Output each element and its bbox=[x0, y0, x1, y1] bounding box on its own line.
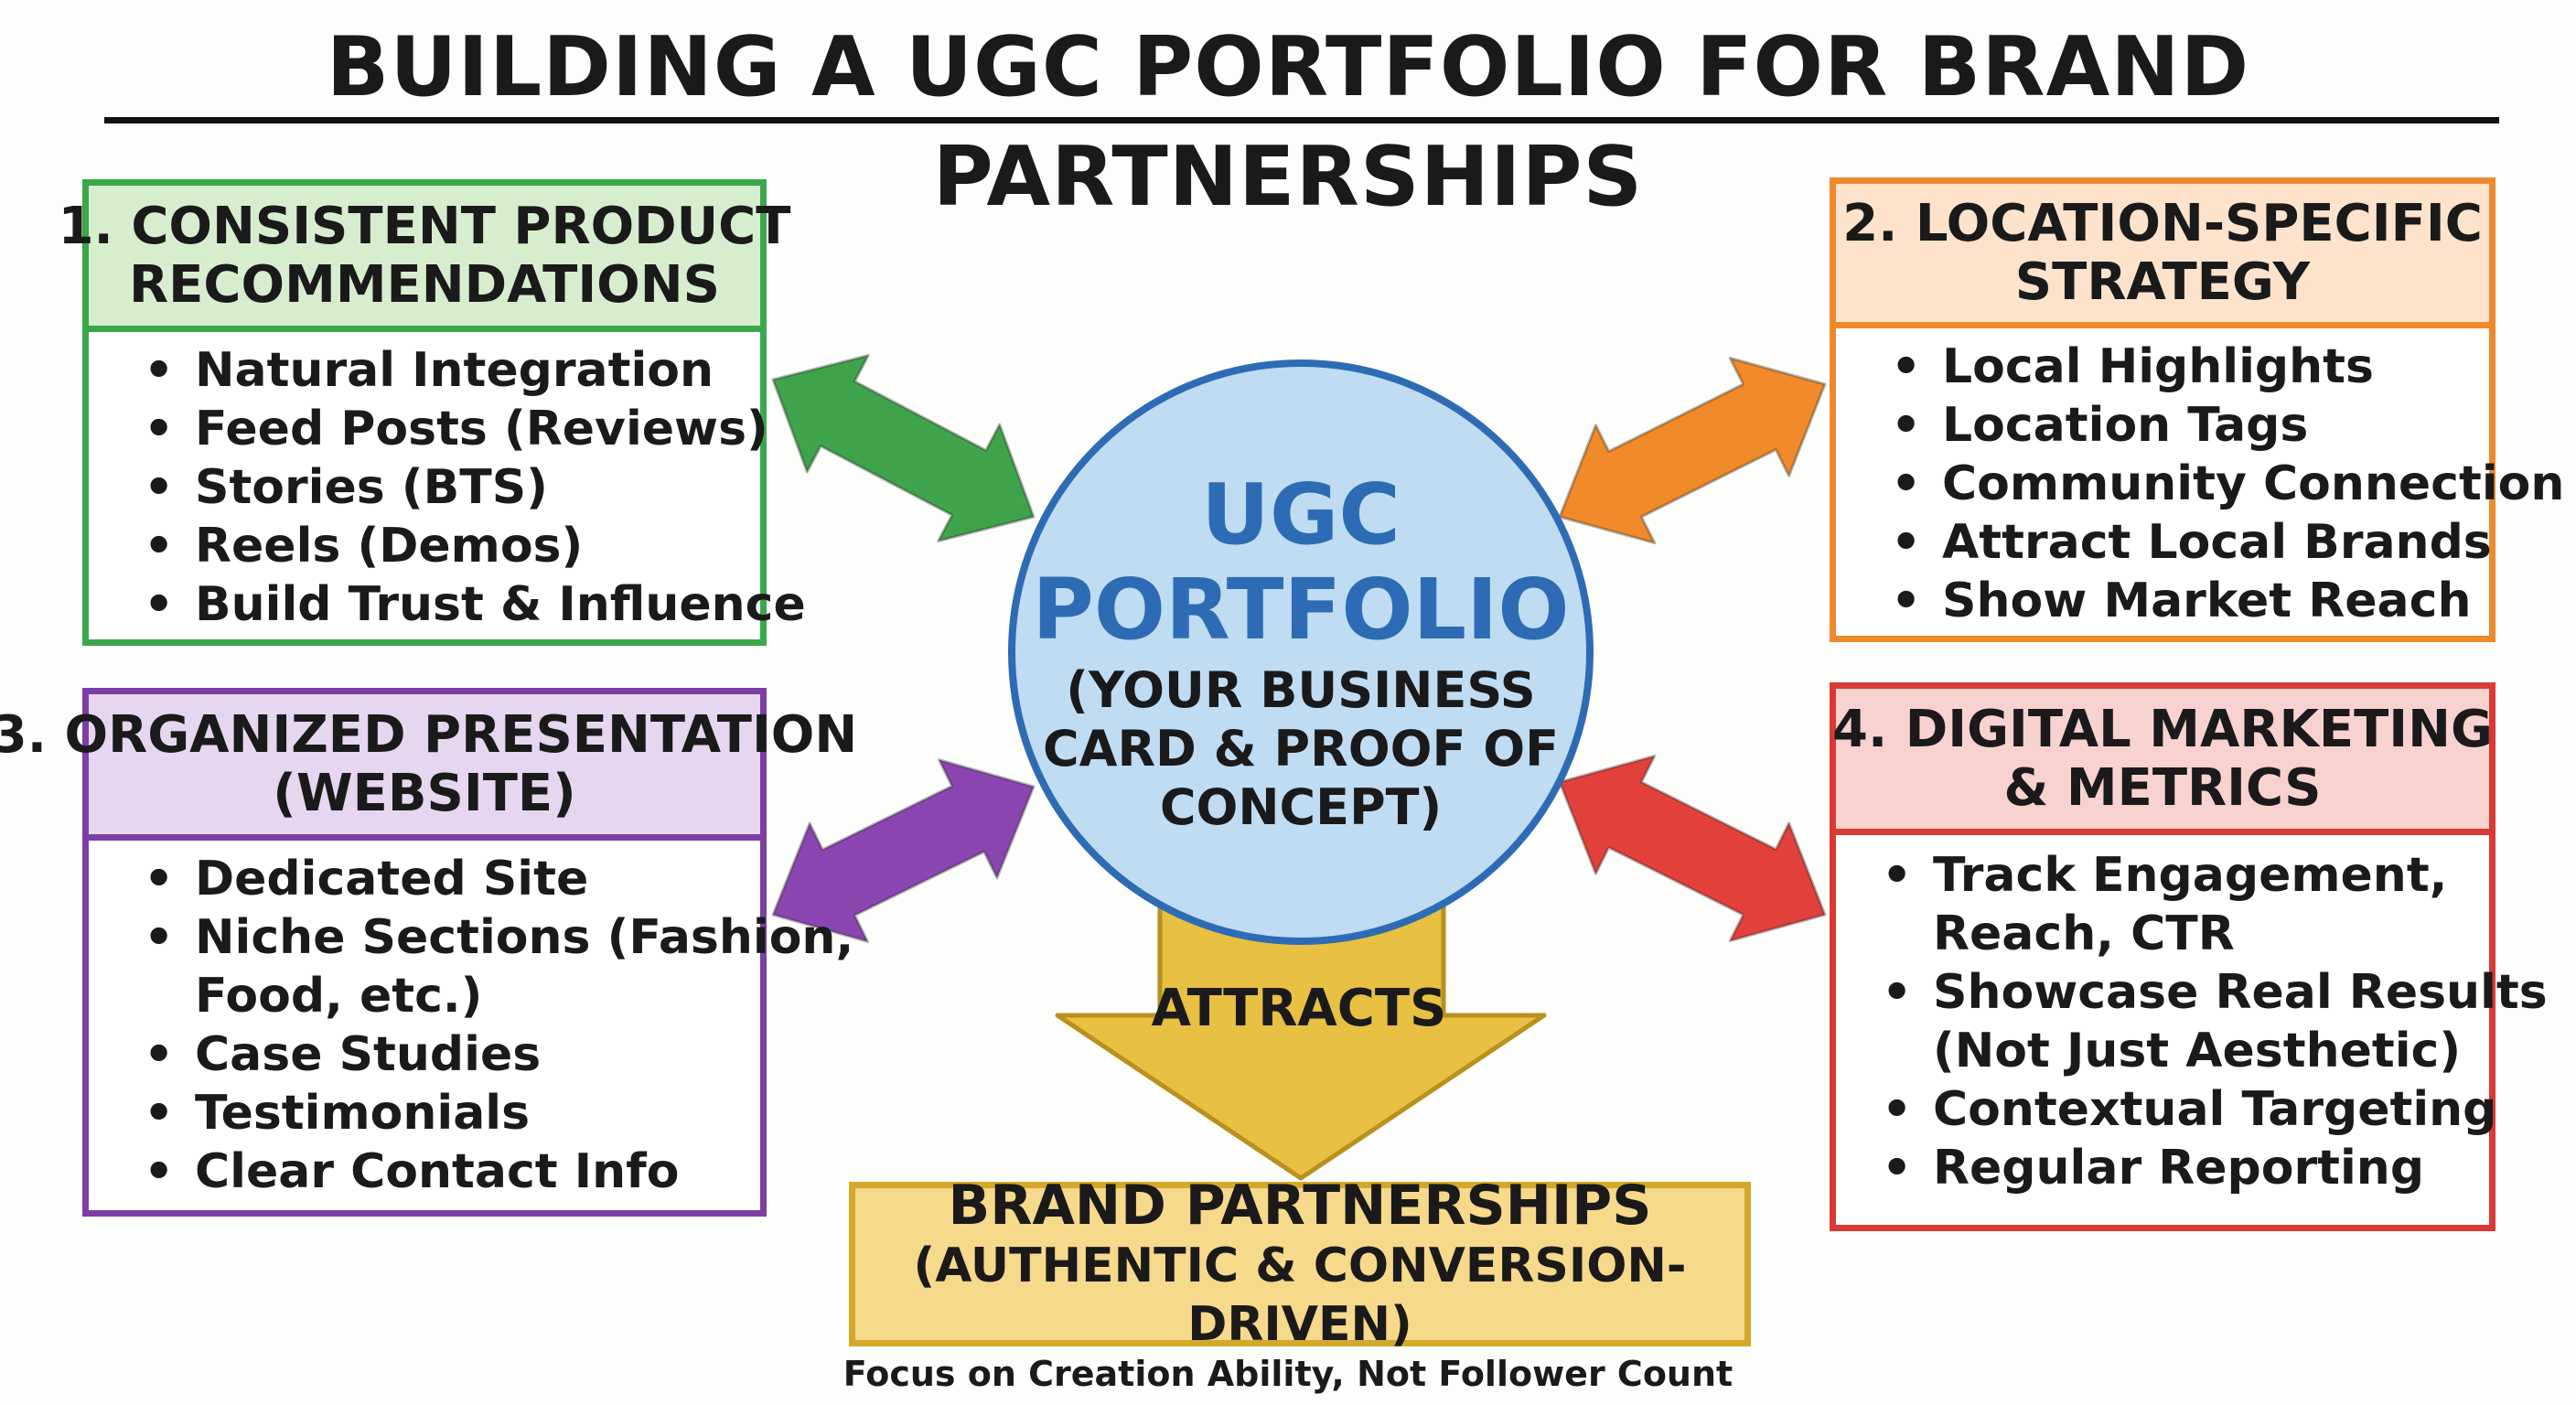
circle-subtitle-line: (YOUR BUSINESS bbox=[1066, 661, 1536, 719]
circle-subtitle-line: CONCEPT) bbox=[1159, 778, 1443, 836]
box-4-heading-line: & METRICS bbox=[2003, 757, 2322, 818]
list-item-continuation: Reach, CTR bbox=[1933, 906, 2235, 961]
list-item: Dedicated Site bbox=[144, 850, 760, 908]
box-4-list: Track Engagement, Reach, CTR Showcase Re… bbox=[1836, 835, 2548, 1197]
box-1-heading-line: 1. CONSISTENT PRODUCT bbox=[58, 196, 791, 256]
list-item: Community Connection bbox=[1891, 455, 2564, 513]
list-item: Niche Sections (Fashion, bbox=[144, 908, 853, 967]
outcome-subtitle: (AUTHENTIC & CONVERSION-DRIVEN) bbox=[913, 1239, 1687, 1352]
box-3-heading-line: 3. ORGANIZED PRESENTATION bbox=[0, 704, 858, 765]
list-item: Natural Integration bbox=[144, 341, 760, 400]
list-item: Feed Posts (Reviews) bbox=[144, 400, 768, 458]
list-item: Attract Local Brands bbox=[1891, 513, 2492, 572]
double-arrow-green bbox=[771, 354, 1036, 542]
circle-title-line: PORTFOLIO bbox=[1032, 561, 1570, 659]
footer-note: Focus on Creation Ability, Not Follower … bbox=[843, 1354, 1733, 1394]
list-item: Location Tags bbox=[1891, 396, 2489, 455]
box-1-list: Natural Integration Feed Posts (Reviews)… bbox=[89, 332, 806, 634]
list-item: Track Engagement, bbox=[1882, 846, 2489, 905]
box-4-heading: 4. DIGITAL MARKETING & METRICS bbox=[1832, 689, 2493, 835]
list-item-continuation: Food, etc.) bbox=[195, 969, 483, 1024]
list-item-continuation: (Not Just Aesthetic) bbox=[1933, 1024, 2462, 1078]
list-item: Testimonials bbox=[144, 1084, 760, 1142]
double-arrow-orange bbox=[1558, 356, 1827, 545]
list-item: Clear Contact Info bbox=[144, 1142, 760, 1201]
box-3-heading: 3. ORGANIZED PRESENTATION (WEBSITE) bbox=[0, 694, 857, 841]
list-item: Regular Reporting bbox=[1882, 1139, 2489, 1197]
box-1-heading: 1. CONSISTENT PRODUCT RECOMMENDATIONS bbox=[59, 186, 790, 332]
circle-subtitle-line: CARD & PROOF OF bbox=[1043, 720, 1559, 778]
attracts-label: ATTRACTS bbox=[1151, 979, 1447, 1038]
outcome-title: BRAND PARTNERSHIPS bbox=[948, 1174, 1652, 1238]
box-organized-presentation: 3. ORGANIZED PRESENTATION (WEBSITE) Dedi… bbox=[0, 688, 857, 1217]
page-title: BUILDING A UGC PORTFOLIO FOR BRAND PARTN… bbox=[326, 19, 2250, 225]
box-3-heading-line: (WEBSITE) bbox=[273, 763, 576, 823]
circle-title-line: UGC bbox=[1201, 466, 1401, 563]
box-2-heading-line: 2. LOCATION-SPECIFIC bbox=[1842, 193, 2483, 253]
attracts-down-arrow bbox=[1055, 903, 1547, 1181]
ugc-portfolio-circle: UGC PORTFOLIO (YOUR BUSINESS CARD & PROO… bbox=[1008, 359, 1594, 945]
list-item: Local Highlights bbox=[1891, 338, 2489, 396]
list-item: Case Studies bbox=[144, 1025, 760, 1084]
list-item: Stories (BTS) bbox=[144, 458, 760, 517]
list-item: Show Market Reach bbox=[1891, 572, 2489, 630]
box-2-list: Local Highlights Location Tags Community… bbox=[1836, 328, 2564, 630]
brand-partnerships-box: BRAND PARTNERSHIPS (AUTHENTIC & CONVERSI… bbox=[849, 1174, 1751, 1352]
list-item: Contextual Targeting bbox=[1882, 1080, 2496, 1139]
box-4-heading-line: 4. DIGITAL MARKETING bbox=[1832, 699, 2493, 759]
list-item: Build Trust & Influence bbox=[144, 575, 806, 634]
double-arrow-red bbox=[1558, 754, 1827, 943]
box-digital-marketing: 4. DIGITAL MARKETING & METRICS Track Eng… bbox=[1830, 682, 2548, 1231]
box-2-heading-line: STRATEGY bbox=[2014, 252, 2311, 312]
list-item: Showcase Real Results bbox=[1882, 963, 2548, 1022]
box-2-heading: 2. LOCATION-SPECIFIC STRATEGY bbox=[1836, 184, 2489, 328]
box-1-heading-line: RECOMMENDATIONS bbox=[129, 254, 720, 315]
box-consistent-recommendations: 1. CONSISTENT PRODUCT RECOMMENDATIONS Na… bbox=[59, 179, 806, 646]
double-arrow-purple bbox=[771, 758, 1036, 943]
circle-title: UGC PORTFOLIO bbox=[1032, 467, 1569, 658]
list-item: Reels (Demos) bbox=[144, 517, 760, 575]
box-3-list: Dedicated Site Niche Sections (Fashion, … bbox=[89, 841, 853, 1201]
title-underline bbox=[104, 117, 2499, 123]
box-location-strategy: 2. LOCATION-SPECIFIC STRATEGY Local High… bbox=[1830, 177, 2564, 642]
circle-subtitle: (YOUR BUSINESS CARD & PROOF OF CONCEPT) bbox=[1043, 661, 1559, 837]
